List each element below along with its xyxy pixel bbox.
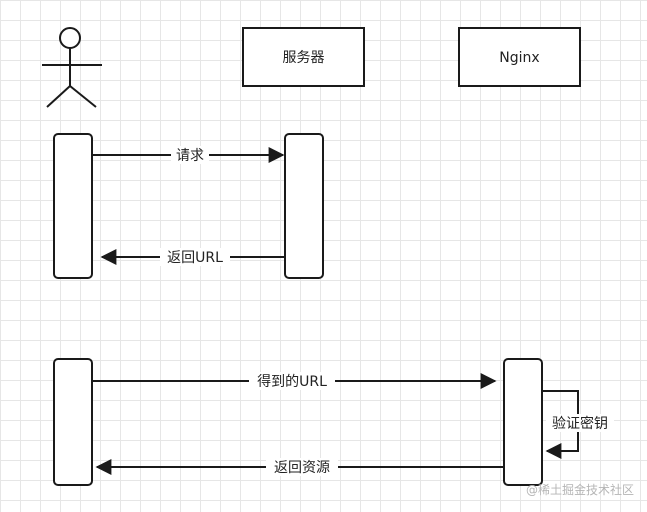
user-actor-icon bbox=[42, 27, 102, 108]
return-url-label: 返回URL bbox=[167, 250, 223, 266]
nginx-activation-bar bbox=[503, 358, 543, 486]
server-activation-bar bbox=[284, 133, 324, 279]
nginx-label: Nginx bbox=[499, 50, 539, 66]
request-label: 请求 bbox=[176, 148, 204, 164]
verify-key-label: 验证密钥 bbox=[552, 415, 608, 432]
request-message: 请求 bbox=[92, 146, 285, 164]
user-activation-bar-1 bbox=[53, 133, 93, 279]
user-activation-bar-2 bbox=[53, 358, 93, 486]
nginx-participant-box: Nginx bbox=[458, 27, 581, 87]
watermark-text: @稀土掘金技术社区 bbox=[526, 482, 634, 497]
return-resource-label: 返回资源 bbox=[274, 460, 330, 476]
return-resource-message: 返回资源 bbox=[95, 458, 504, 476]
server-participant-box: 服务器 bbox=[242, 27, 365, 87]
server-label: 服务器 bbox=[283, 50, 325, 66]
verify-key-self-message: 验证密钥 bbox=[542, 390, 614, 459]
got-url-label: 得到的URL bbox=[257, 373, 327, 390]
got-url-message: 得到的URL bbox=[92, 372, 497, 390]
return-url-message: 返回URL bbox=[100, 248, 285, 266]
